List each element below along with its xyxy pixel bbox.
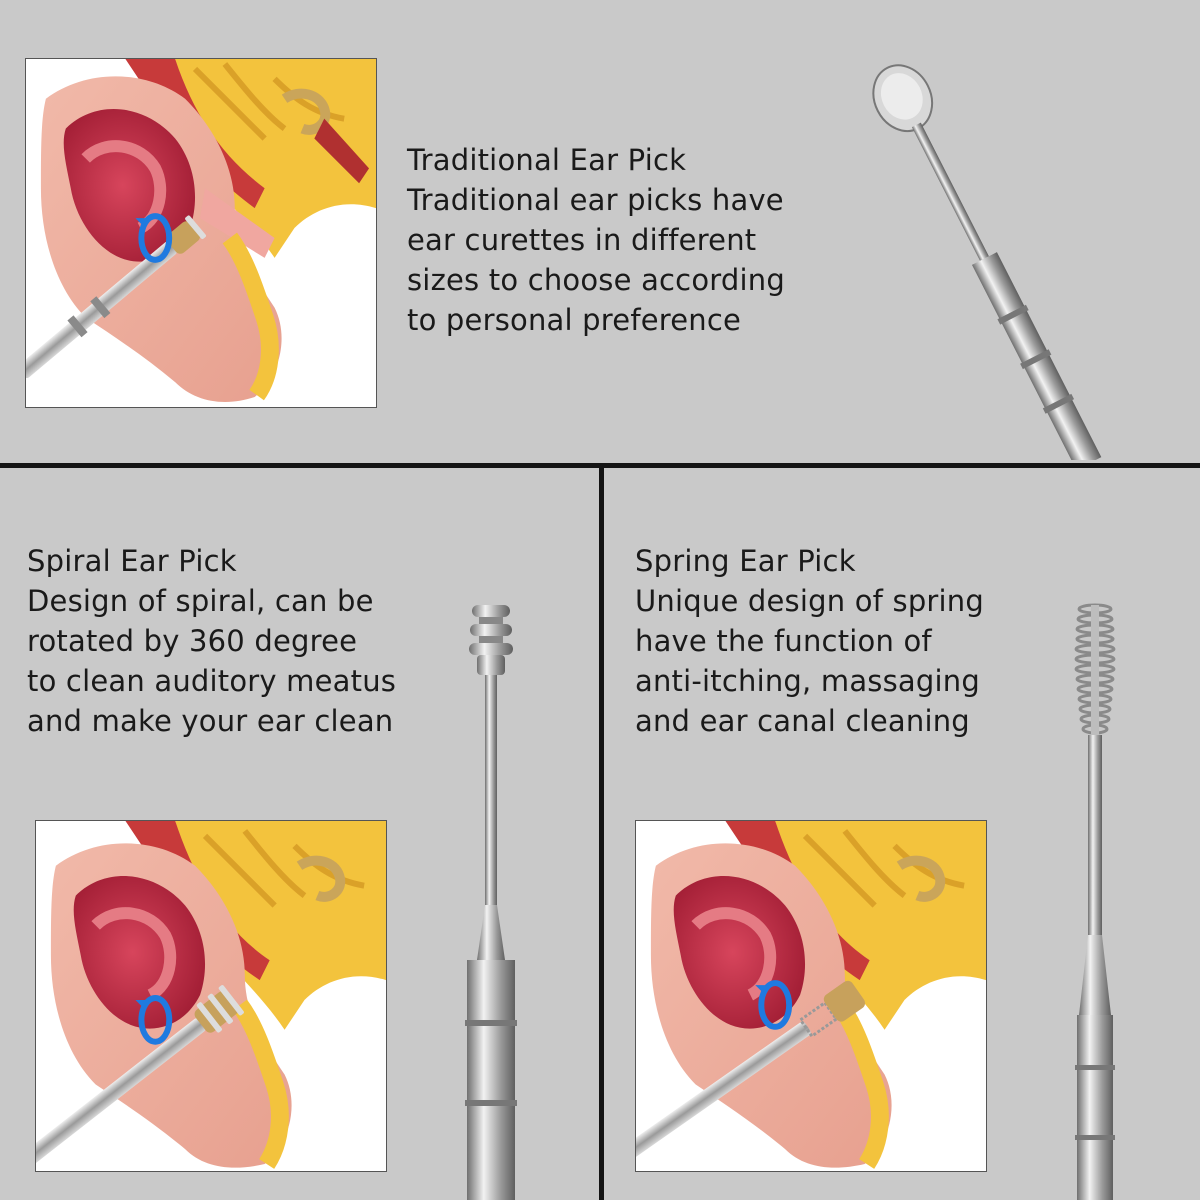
panel-title: Spiral Ear Pick: [27, 544, 237, 578]
description-line: to personal preference: [407, 303, 742, 337]
description-line: Unique design of spring: [635, 584, 984, 618]
rotation-arrow-icon: [135, 213, 173, 263]
spring-ear-pick-tool: [1055, 595, 1135, 1200]
description-line: to clean auditory meatus: [27, 664, 397, 698]
traditional-ear-pick-tool: [820, 30, 1190, 460]
description-line: sizes to choose according: [407, 263, 785, 297]
ear-pick-tool: [1074, 603, 1116, 1200]
vertical-divider: [599, 466, 604, 1200]
rotation-arrow-icon: [135, 995, 173, 1045]
ear-illustration-traditional: [25, 58, 377, 408]
traditional-ear-pick-description: Traditional Ear Pick Traditional ear pic…: [407, 140, 785, 340]
panel-title: Spring Ear Pick: [635, 544, 856, 578]
ear-anatomy-illustration: [36, 821, 386, 1171]
spiral-ear-pick-description: Spiral Ear Pick Design of spiral, can be…: [27, 541, 396, 741]
ear-illustration-spiral: [35, 820, 387, 1172]
ear-pick-tool: [872, 64, 1102, 460]
rotation-arrow-icon: [755, 980, 793, 1030]
ear-anatomy-illustration: [26, 59, 376, 403]
description-line: and make your ear clean: [27, 704, 394, 738]
description-line: have the function of: [635, 624, 932, 658]
description-line: Traditional ear picks have: [407, 183, 784, 217]
ear-illustration-spring: [635, 820, 987, 1172]
ear-anatomy-illustration: [636, 821, 986, 1169]
description-line: rotated by 360 degree: [27, 624, 358, 658]
panel-title: Traditional Ear Pick: [407, 143, 687, 177]
description-line: Design of spiral, can be: [27, 584, 374, 618]
description-line: ear curettes in different: [407, 223, 757, 257]
spiral-ear-pick-tool: [455, 600, 535, 1200]
ear-pick-tool: [465, 605, 517, 1200]
spring-ear-pick-description: Spring Ear Pick Unique design of spring …: [635, 541, 984, 741]
horizontal-divider: [0, 463, 1200, 468]
description-line: anti-itching, massaging: [635, 664, 980, 698]
description-line: and ear canal cleaning: [635, 704, 970, 738]
